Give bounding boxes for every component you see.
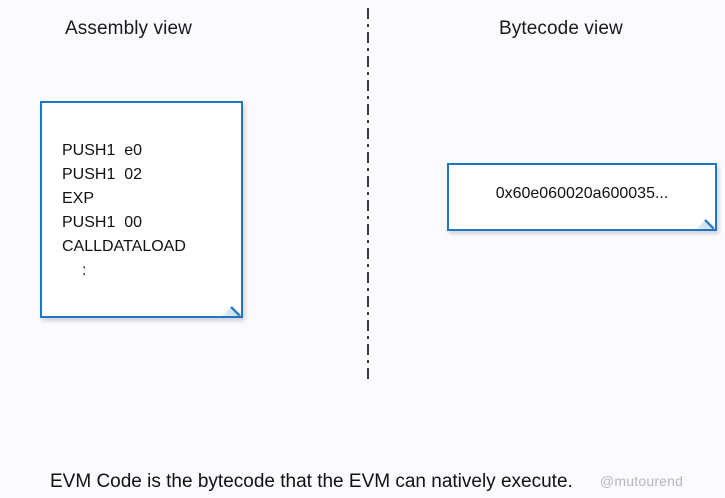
assembly-line: PUSH1 e0 [62, 142, 143, 159]
assembly-line: EXP [62, 190, 95, 207]
caption-text: EVM Code is the bytecode that the EVM ca… [50, 471, 573, 492]
assembly-view-title: Assembly view [65, 18, 192, 39]
watermark-label: @mutourend [600, 473, 684, 489]
assembly-code-card: PUSH1 e0 PUSH1 02 EXP PUSH1 00 CALLDATAL… [40, 101, 243, 318]
assembly-line: CALLDATALOAD [62, 238, 186, 255]
bytecode-view-title: Bytecode view [499, 18, 623, 39]
bytecode-card: 0x60e060020a600035... [447, 163, 717, 231]
assembly-code-listing: PUSH1 e0 PUSH1 02 EXP PUSH1 00 CALLDATAL… [62, 139, 235, 283]
assembly-line: PUSH1 02 [62, 166, 143, 183]
assembly-line: PUSH1 00 [62, 214, 143, 231]
card-body [447, 163, 717, 231]
bytecode-value: 0x60e060020a600035... [495, 185, 669, 202]
vertical-dashed-divider [367, 8, 369, 379]
assembly-line-ellipsis: : [82, 262, 88, 279]
card-body [40, 101, 243, 318]
